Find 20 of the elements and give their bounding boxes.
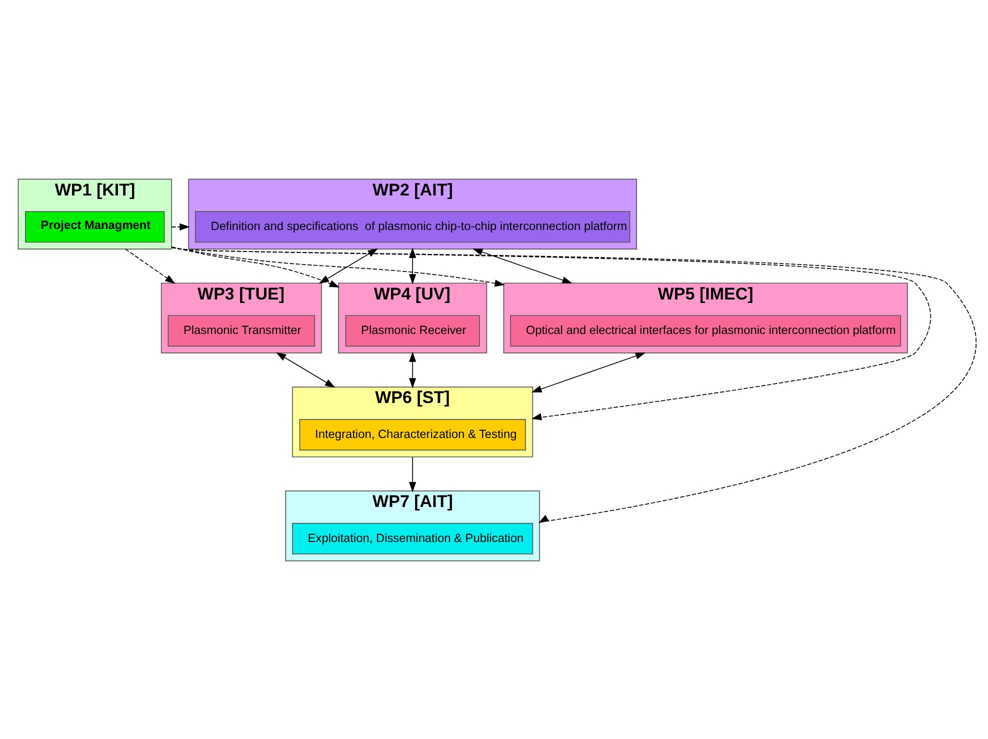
arrow bbox=[276, 352, 336, 388]
arrow bbox=[171, 246, 505, 286]
arrow bbox=[409, 247, 416, 284]
arrow bbox=[171, 246, 340, 287]
arrow bbox=[409, 351, 416, 388]
arrow bbox=[318, 248, 378, 284]
node-box: Integration, Characterization & Testing bbox=[299, 418, 526, 450]
arrow bbox=[171, 246, 976, 523]
node-box: Plasmonic Transmitter bbox=[168, 314, 316, 346]
node-box: Plasmonic Receiver bbox=[345, 314, 480, 346]
arrow bbox=[409, 456, 416, 492]
node-box: Project Managment bbox=[25, 210, 165, 242]
arrow bbox=[125, 248, 176, 284]
arrow bbox=[171, 246, 932, 420]
arrow bbox=[472, 248, 572, 284]
arrow bbox=[171, 222, 190, 230]
node-box: Exploitation, Dissemination & Publication bbox=[292, 522, 534, 554]
node-box: Definition and specifications of plasmonic chip-to-chip interconnection platform bbox=[194, 210, 630, 242]
arrow bbox=[531, 352, 646, 392]
node-box: Optical and electrical interfaces for plasmonic interconnection platform bbox=[510, 314, 902, 346]
